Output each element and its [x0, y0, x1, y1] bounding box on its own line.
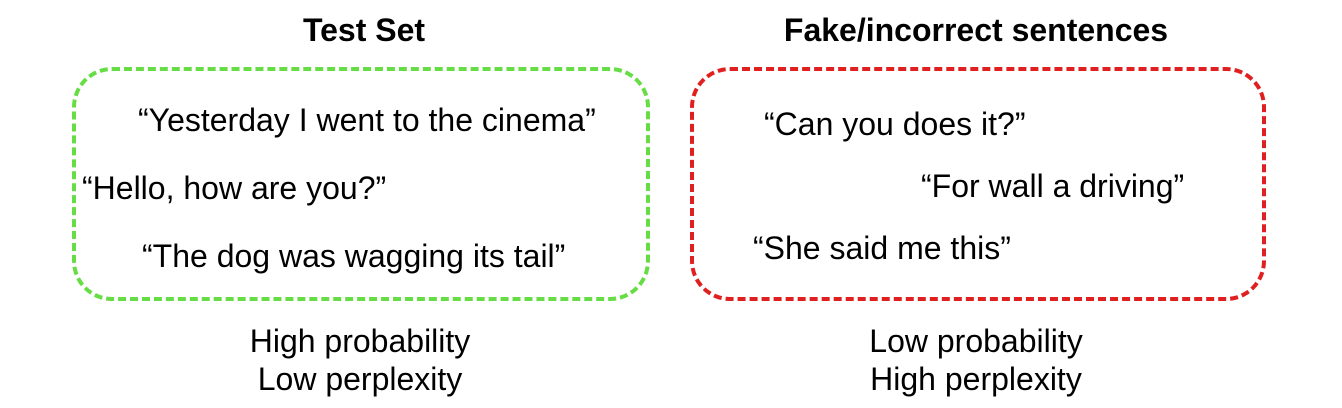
panel-title: Test Set — [302, 12, 426, 48]
caption-line-probability: Low probability — [869, 323, 1083, 359]
panel-caption: High probability Low perplexity — [250, 322, 471, 398]
sentence-text: “For wall a driving” — [921, 168, 1185, 204]
panel-caption: Low probability High perplexity — [869, 322, 1082, 398]
sentence-text: “The dog was wagging its tail” — [142, 238, 566, 274]
sentence-box-dashed-green — [72, 67, 650, 301]
sentence-text: “She said me this” — [753, 230, 1011, 266]
sentence-text: “Yesterday I went to the cinema” — [138, 102, 596, 138]
test-set-panel: Test Set “Yesterday I went to the cinema… — [72, 12, 650, 398]
sentence-box-dashed-red — [690, 67, 1266, 301]
fake-sentences-panel: Fake/incorrect sentences “Can you does i… — [671, 0, 1342, 408]
sentence-text: “Can you does it?” — [764, 106, 1026, 142]
caption-line-perplexity: High perplexity — [870, 361, 1082, 397]
caption-line-probability: High probability — [249, 323, 471, 359]
panel-title: Fake/incorrect sentences — [783, 12, 1169, 48]
sentence-text: “Hello, how are you?” — [82, 170, 387, 206]
caption-line-perplexity: Low perplexity — [257, 361, 463, 397]
